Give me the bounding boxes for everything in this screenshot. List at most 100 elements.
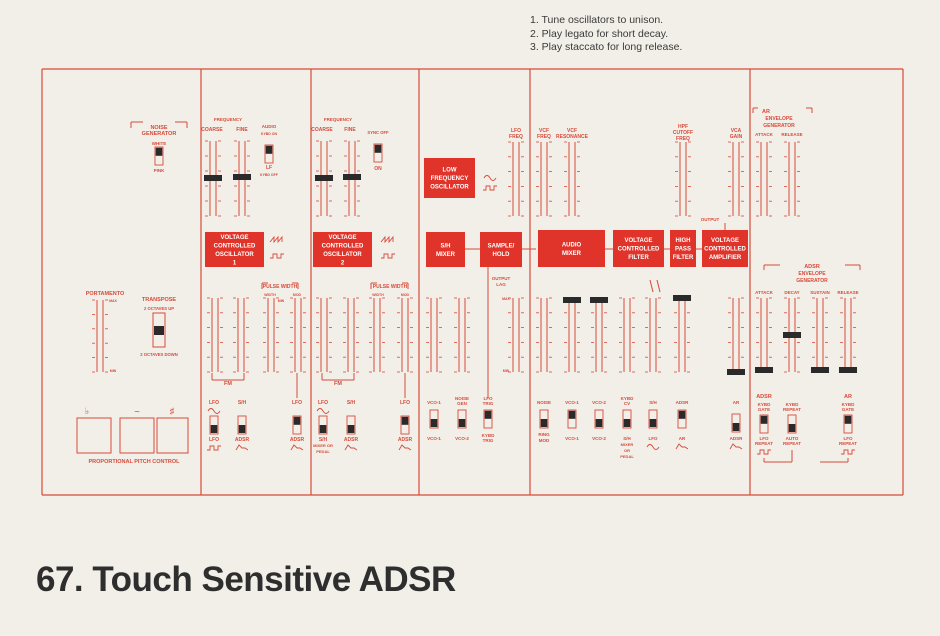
- sh-vco1-switch-lever[interactable]: [430, 419, 438, 427]
- vcf-freq-slider[interactable]: [536, 141, 552, 217]
- vco1-width-slider[interactable]: [263, 297, 279, 373]
- vcf-adsr-slider[interactable]: [673, 295, 691, 373]
- mixer-vco1-slider[interactable]: [563, 297, 581, 373]
- vco1-fine-slider[interactable]: [233, 140, 251, 217]
- pitch-pad[interactable]: [76, 417, 112, 454]
- adsr-gate-switch[interactable]: [759, 414, 769, 434]
- vco2-fm-lfo-slider[interactable]: [316, 297, 332, 373]
- sh-vco1-slider[interactable]: [426, 297, 442, 373]
- transpose-switch[interactable]: [152, 312, 166, 348]
- vca-gain-slider[interactable]: [728, 141, 744, 217]
- mixer-vco1-slider-knob[interactable]: [563, 297, 581, 303]
- portamento-slider[interactable]: [92, 299, 108, 373]
- ar-gate-switch[interactable]: [843, 414, 853, 434]
- hpf-slider[interactable]: [675, 141, 691, 217]
- mixer-noise-switch-lever[interactable]: [540, 419, 548, 427]
- vco2-fine-slider[interactable]: [343, 140, 361, 217]
- noise-color-switch-lever[interactable]: [155, 147, 163, 156]
- vco1-coarse-slider[interactable]: [204, 140, 222, 217]
- vco2-pwm-slider[interactable]: [397, 297, 413, 373]
- vco1-audio-switch-lever[interactable]: [265, 145, 273, 154]
- vco1-fm-switch[interactable]: [209, 415, 219, 435]
- mixer-vco1-switch-lever[interactable]: [568, 410, 576, 419]
- vco2-sync-switch-lever[interactable]: [374, 144, 382, 153]
- vco1-sh-switch-lever[interactable]: [238, 425, 246, 433]
- vca-switch[interactable]: [731, 413, 741, 433]
- vco2-width-slider[interactable]: [369, 297, 385, 373]
- sample-hold-module-text: HOLD: [493, 252, 511, 258]
- vco1-fm-lfo-slider[interactable]: [207, 297, 223, 373]
- vco1-pwm-switch-lever[interactable]: [293, 416, 301, 425]
- sh-vco2-slider[interactable]: [454, 297, 470, 373]
- vca-switch-lever[interactable]: [732, 423, 740, 431]
- vco2-sh-switch[interactable]: [346, 415, 356, 435]
- vco1-pwm-switch[interactable]: [292, 415, 302, 435]
- noise-color-switch[interactable]: [154, 146, 164, 166]
- sh-vco1-switch[interactable]: [429, 409, 439, 429]
- sliders[interactable]: [92, 140, 857, 375]
- lfo-freq-slider[interactable]: [508, 141, 524, 217]
- transpose-switch-lever[interactable]: [154, 326, 164, 335]
- mixer-vco1-switch[interactable]: [567, 409, 577, 429]
- vca-slider[interactable]: [727, 297, 745, 375]
- vco2-frequency-label: FREQUENCY: [324, 117, 352, 122]
- vco1-fm-switch-lever[interactable]: [210, 425, 218, 433]
- mixer-vco2-slider-knob[interactable]: [590, 297, 608, 303]
- adsr-attack-slider-knob[interactable]: [755, 367, 773, 373]
- vcf-kybd-switch[interactable]: [622, 409, 632, 429]
- mixer-vco2-switch-lever[interactable]: [595, 419, 603, 427]
- vco2-coarse-slider[interactable]: [315, 140, 333, 217]
- pitch-pad[interactable]: [119, 417, 155, 454]
- vco2-fine-slider-knob[interactable]: [343, 174, 361, 180]
- vco1-fine-slider-knob[interactable]: [233, 174, 251, 180]
- adsr-gate-switch-lever[interactable]: [760, 415, 768, 424]
- vcf-kybd-switch-lever[interactable]: [623, 419, 631, 427]
- mixer-vco2-switch[interactable]: [594, 409, 604, 429]
- adsr-sustain-slider-knob[interactable]: [811, 367, 829, 373]
- mixer-vco2-slider[interactable]: [590, 297, 608, 373]
- vco2-coarse-slider-knob[interactable]: [315, 175, 333, 181]
- vcf-sh-switch-lever[interactable]: [649, 419, 657, 427]
- vco2-pwm-switch[interactable]: [400, 415, 410, 435]
- vcf-sh-switch[interactable]: [648, 409, 658, 429]
- mixer-noise-switch[interactable]: [539, 409, 549, 429]
- ar-gate-switch-lever[interactable]: [844, 415, 852, 424]
- vco2-fm-switch[interactable]: [318, 415, 328, 435]
- ar-attack-slider[interactable]: [756, 141, 772, 217]
- repeat-switch-lever[interactable]: [788, 424, 796, 432]
- repeat-switch[interactable]: [787, 414, 797, 434]
- vco1-audio-switch[interactable]: [264, 144, 274, 164]
- lfo-trig-switch-lever[interactable]: [484, 410, 492, 419]
- vco2-sh-switch-lever[interactable]: [347, 425, 355, 433]
- vcf-adsr-switch-lever[interactable]: [678, 410, 686, 419]
- adsr-attack-slider[interactable]: [755, 297, 773, 373]
- vco1-sh-switch[interactable]: [237, 415, 247, 435]
- vcf-adsr-slider-knob[interactable]: [673, 295, 691, 301]
- vca-slider-knob[interactable]: [727, 369, 745, 375]
- vco1-fm-sh-slider[interactable]: [233, 297, 249, 373]
- vco2-fm-switch-lever[interactable]: [319, 425, 327, 433]
- ar-release-slider[interactable]: [784, 141, 800, 217]
- vco2-pwm-switch-lever[interactable]: [401, 416, 409, 425]
- vcf-res-slider[interactable]: [564, 141, 580, 217]
- mixer-noise-slider[interactable]: [536, 297, 552, 373]
- sh-noise-switch-lever[interactable]: [458, 419, 466, 427]
- pitch-pad[interactable]: [156, 417, 189, 454]
- vcf-adsr-switch[interactable]: [677, 409, 687, 429]
- adsr-release-slider-knob[interactable]: [839, 367, 857, 373]
- adsr-decay-slider[interactable]: [783, 297, 801, 373]
- adsr-release-slider[interactable]: [839, 297, 857, 373]
- switches[interactable]: [76, 143, 853, 454]
- wave-path: [270, 253, 284, 259]
- vco2-fm-sh-slider[interactable]: [343, 297, 359, 373]
- lfo-trig-switch[interactable]: [483, 409, 493, 429]
- vcf-kybd-slider[interactable]: [619, 297, 635, 373]
- output-lag-slider[interactable]: [508, 297, 524, 373]
- vco2-sync-switch[interactable]: [373, 143, 383, 163]
- vco1-pwm-slider[interactable]: [290, 297, 306, 373]
- sh-noise-switch[interactable]: [457, 409, 467, 429]
- adsr-decay-slider-knob[interactable]: [783, 332, 801, 338]
- adsr-sustain-slider[interactable]: [811, 297, 829, 373]
- vco1-coarse-slider-knob[interactable]: [204, 175, 222, 181]
- vcf-sh-slider[interactable]: [645, 297, 661, 373]
